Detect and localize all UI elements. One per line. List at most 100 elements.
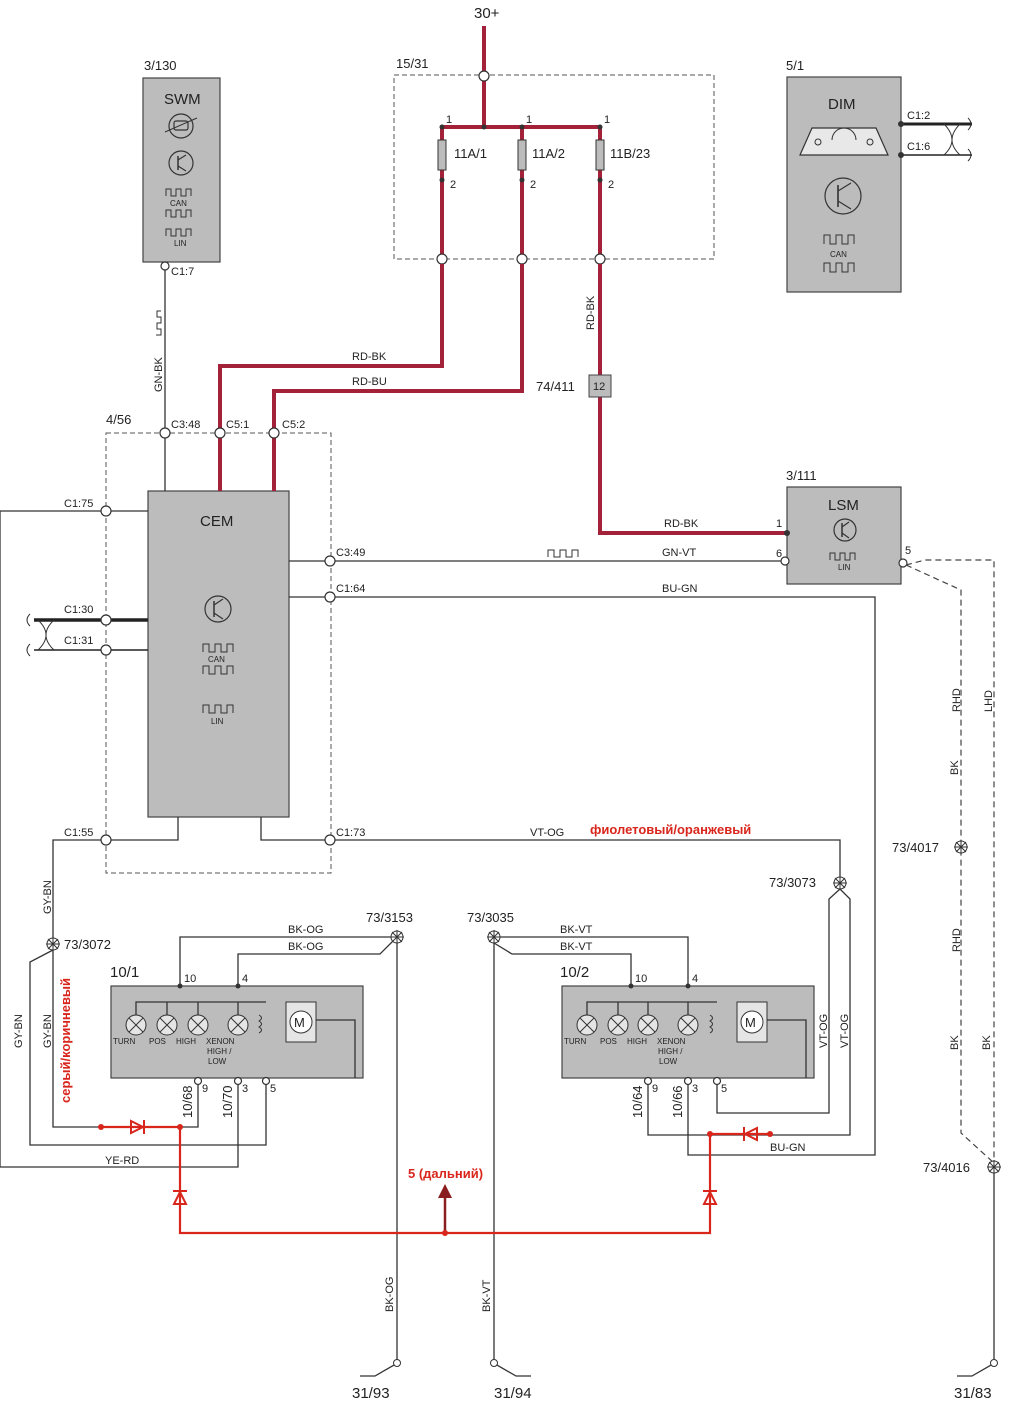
- bulb-icon: [637, 1014, 659, 1036]
- fusebox-outline: [393, 74, 715, 260]
- can-signal-icon: [202, 665, 234, 675]
- cem-pin-c1-73: C1:73: [336, 827, 365, 839]
- motor-icon: M: [736, 1001, 768, 1043]
- bulb-icon: [677, 1014, 699, 1036]
- connector-pin: 12: [593, 381, 605, 393]
- splice-3153-label: 73/3153: [366, 910, 413, 925]
- headlamp-left-ref: 10/1: [110, 964, 139, 981]
- red-junction: [767, 1131, 773, 1137]
- lamp-pin-node: [193, 1076, 203, 1086]
- splice-3153: [390, 930, 404, 944]
- fuse-11a2: [516, 124, 528, 265]
- fuse3-pin-in: 1: [604, 114, 610, 126]
- splice-3073-label: 73/3073: [769, 875, 816, 890]
- cem-c5-2-node: [268, 427, 280, 439]
- ground-label-93: 31/93: [352, 1385, 390, 1402]
- transistor-icon: [204, 595, 232, 623]
- transistor-icon: [168, 150, 194, 176]
- splice-3072-label: 73/3072: [64, 937, 111, 952]
- cem-c1-55-node: [100, 834, 112, 846]
- headlamp-right-pin-5: 5: [721, 1083, 727, 1095]
- lsm-pin-node: [784, 530, 790, 536]
- cem-module: [147, 490, 290, 818]
- lsm-ref: 3/111: [786, 468, 817, 483]
- wire-vt-og-right-b: [647, 888, 851, 1136]
- fusebox-entry-node: [478, 70, 490, 82]
- swm-pin-label: C1:7: [171, 266, 194, 278]
- bulb-label-turn: TURN: [564, 1037, 586, 1046]
- note-grey-brown: серый/коричневый: [58, 978, 73, 1103]
- wire-label-rd-bu: RD-BU: [352, 376, 387, 388]
- wire-ye-rd: [0, 510, 239, 1168]
- headlamp-right-conn-1: 10/64: [630, 1085, 645, 1118]
- lamp-pin-node: [261, 1076, 271, 1086]
- bulb-icon: [607, 1014, 629, 1036]
- xenon-label-2: HIGH /: [658, 1047, 683, 1056]
- wire-label-bu-gn: BU-GN: [662, 583, 698, 595]
- diode-icon: [130, 1119, 146, 1135]
- headlamp-left-pin-5: 5: [270, 1083, 276, 1095]
- arrow-up-icon: [438, 1184, 452, 1198]
- splice-4016-label: 73/4016: [923, 1160, 970, 1175]
- red-junction: [98, 1124, 104, 1130]
- connector-ref: 74/411: [536, 379, 575, 394]
- steering-wheel-icon: [164, 113, 198, 139]
- lamp-pin-node: [177, 983, 183, 989]
- cem-c1-30-node: [100, 614, 112, 626]
- cem-pin-c5-1: C5:1: [226, 419, 249, 431]
- splice-4017-label: 73/4017: [892, 840, 939, 855]
- wire-label-bk-3: BK: [981, 1035, 993, 1050]
- lsm-pin-6: 6: [776, 548, 782, 560]
- fuse3-pin-out: 2: [608, 179, 614, 191]
- lsm-name: LSM: [828, 497, 859, 514]
- cem-lin-label: LIN: [211, 717, 224, 726]
- bus-junction: [481, 124, 487, 130]
- supply-label: 30+: [474, 5, 500, 22]
- wire-break-icon: [26, 613, 31, 657]
- fusebox-ref: 15/31: [396, 56, 429, 71]
- headlamp-right-pin-3: 3: [692, 1083, 698, 1095]
- cem-pin-c5-2: C5:2: [282, 419, 305, 431]
- xenon-label-1: XENON: [657, 1037, 686, 1046]
- splice-3072: [46, 937, 60, 951]
- cem-name: CEM: [200, 513, 233, 530]
- fuse-11b23: [594, 124, 606, 265]
- red-junction: [442, 1230, 448, 1236]
- headlamp-left-pin-4: 4: [242, 973, 248, 985]
- fuse2-pin-out: 2: [530, 179, 536, 191]
- ground-label-83: 31/83: [954, 1385, 992, 1402]
- wire-label-lhd: LHD: [983, 690, 995, 712]
- fuse-label-1: 11A/1: [454, 146, 487, 161]
- wire-label-vt-og-a: VT-OG: [818, 1014, 830, 1048]
- wire-label-bk-og-ground: BK-OG: [384, 1277, 396, 1312]
- lsm-pin-1: 1: [776, 518, 782, 530]
- splice-3073: [833, 876, 847, 890]
- lamp-internal-wiring: [767, 1019, 807, 1078]
- cem-c1-64-node: [324, 591, 336, 603]
- dim-name: DIM: [828, 96, 856, 113]
- ground-icon: [957, 1359, 998, 1377]
- fuse1-pin-in: 1: [446, 114, 452, 126]
- wire-label-bk-2: BK: [949, 1035, 961, 1050]
- cem-c3-48-node: [159, 427, 171, 439]
- transistor-icon: [833, 518, 857, 542]
- wire-bu-gn: [289, 596, 876, 1156]
- bulb-icon: [576, 1014, 598, 1036]
- swm-ref: 3/130: [144, 58, 177, 73]
- splice-3035: [487, 930, 501, 944]
- wire-rd-bu-cem: [272, 264, 524, 428]
- diode-icon: [742, 1126, 758, 1142]
- cem-c1-73-node: [324, 834, 336, 846]
- wire-label-gy-bn-3: GY-BN: [42, 1014, 54, 1048]
- headlamp-left-conn-1: 10/68: [180, 1085, 195, 1118]
- cem-c1-75-node: [100, 505, 112, 517]
- dim-ref: 5/1: [786, 58, 804, 73]
- splice-4016: [987, 1160, 1001, 1174]
- bulb-label-high: HIGH: [627, 1037, 647, 1046]
- wire-gy-bn-left-b: [29, 949, 267, 1146]
- lin-signal-icon: [156, 310, 162, 336]
- cem-pin-c1-31: C1:31: [64, 635, 93, 647]
- headlamp-left-pin-10: 10: [184, 973, 196, 985]
- dim-pin-2: C1:6: [907, 141, 930, 153]
